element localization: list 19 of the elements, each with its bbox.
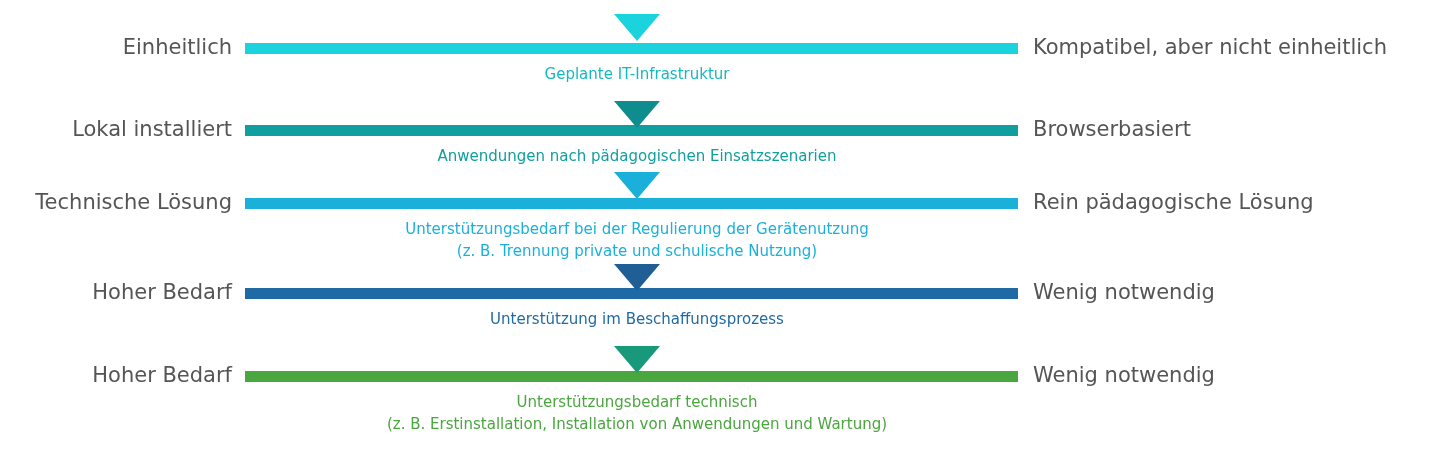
scale-caption: Geplante IT-Infrastruktur — [543, 64, 731, 85]
scale-left-label: Hoher Bedarf — [92, 279, 232, 305]
scale-caption: Unterstützungsbedarf technisch (z. B. Erstinstallation, Installation von Anwendungen und Wartung) — [385, 392, 889, 435]
scale-left-label: Einheitlich — [122, 34, 232, 60]
scale-right-label: Wenig notwendig — [1033, 362, 1215, 388]
scale-bar — [245, 288, 1018, 299]
scale-bar — [245, 43, 1018, 54]
scale-left-label: Technische Lösung — [35, 189, 232, 215]
scale-caption: Unterstützung im Beschaffungsprozess — [489, 309, 785, 330]
scale-caption: Unterstützungsbedarf bei der Regulierung der Gerätenutzung (z. B. Trennung private und schulische Nutzung) — [404, 219, 870, 262]
scale-left-label: Lokal installiert — [72, 116, 232, 142]
scale-bar — [245, 371, 1018, 382]
scale-right-label: Rein pädagogische Lösung — [1033, 189, 1314, 215]
scale-right-label: Browserbasiert — [1033, 116, 1191, 142]
scale-left-label: Hoher Bedarf — [92, 362, 232, 388]
scale-bar — [245, 125, 1018, 136]
scale-right-label: Kompatibel, aber nicht einheitlich — [1033, 34, 1387, 60]
scale-caption: Anwendungen nach pädagogischen Einsatzszenarien — [436, 146, 838, 167]
scale-right-label: Wenig notwendig — [1033, 279, 1215, 305]
